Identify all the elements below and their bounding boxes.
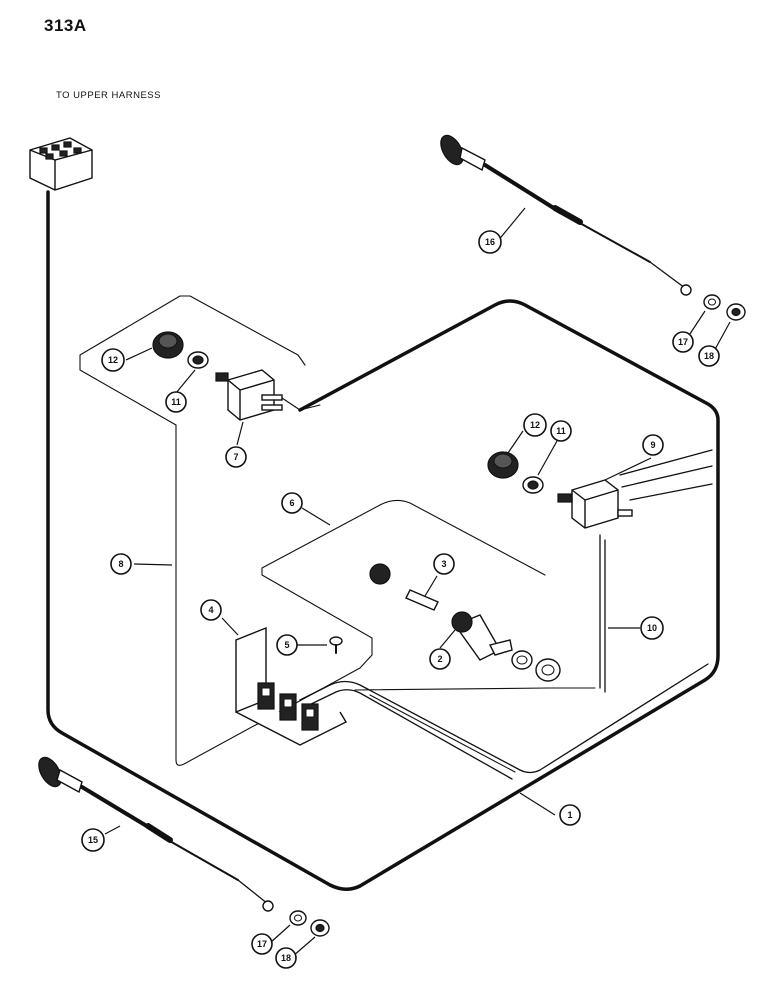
svg-text:9: 9: [650, 440, 655, 450]
nut-11-upper-left: [187, 351, 209, 369]
callout-8: 8: [110, 553, 132, 575]
svg-text:16: 16: [485, 237, 495, 247]
callout-5: 5: [276, 634, 298, 656]
main-harness-wire: [46, 190, 720, 891]
screw-5: [329, 636, 343, 654]
nut-18-upper: [726, 303, 746, 321]
fuse-holder-2: [369, 563, 561, 682]
callout-4: 4: [200, 599, 222, 621]
callout-16: 16: [478, 230, 502, 254]
svg-text:2: 2: [437, 654, 442, 664]
fuse-3: [405, 589, 439, 611]
callout-12-right: 12: [523, 413, 547, 437]
knob-12-right: [487, 451, 519, 479]
svg-text:11: 11: [556, 426, 566, 436]
svg-text:5: 5: [284, 640, 289, 650]
svg-text:4: 4: [208, 605, 213, 615]
svg-text:18: 18: [704, 351, 714, 361]
callout-18-lower: 18: [275, 947, 297, 969]
callout-15: 15: [81, 828, 105, 852]
callout-3: 3: [433, 553, 455, 575]
outline-wire-8: [79, 295, 596, 773]
knob-12-upper-left: [152, 331, 184, 359]
svg-text:8: 8: [118, 559, 123, 569]
callout-9: 9: [642, 434, 664, 456]
svg-text:11: 11: [171, 397, 181, 407]
callout-11-right: 11: [550, 420, 572, 442]
to-upper-harness-label: TO UPPER HARNESS: [56, 90, 161, 101]
svg-text:17: 17: [678, 337, 688, 347]
svg-text:1: 1: [567, 810, 572, 820]
callout-17-lower: 17: [251, 933, 273, 955]
svg-text:6: 6: [289, 498, 294, 508]
nut-18-lower: [310, 919, 330, 937]
switch-7: [215, 369, 321, 421]
callout-11-upper-left: 11: [165, 391, 187, 413]
upper-harness-connector: [29, 137, 93, 191]
washer-17-upper: [703, 294, 721, 310]
svg-text:12: 12: [108, 355, 118, 365]
control-cable-16: [440, 134, 692, 296]
callout-17-upper: 17: [672, 331, 694, 353]
callout-1: 1: [559, 804, 581, 826]
svg-text:12: 12: [530, 420, 540, 430]
washer-17-lower: [289, 910, 307, 926]
callout-6: 6: [281, 492, 303, 514]
page-number: 313A: [44, 16, 87, 35]
control-cable-15: [38, 756, 274, 912]
svg-text:7: 7: [233, 452, 238, 462]
nut-11-right: [522, 476, 544, 494]
terminal-block-4: [235, 626, 347, 746]
callout-2: 2: [429, 648, 451, 670]
callout-12-upper-left: 12: [101, 348, 125, 372]
svg-text:15: 15: [88, 835, 98, 845]
svg-text:18: 18: [281, 953, 291, 963]
callout-18-upper: 18: [698, 345, 720, 367]
svg-text:17: 17: [257, 939, 267, 949]
svg-text:10: 10: [647, 623, 657, 633]
callout-7: 7: [225, 446, 247, 468]
callout-10: 10: [640, 616, 664, 640]
svg-text:3: 3: [441, 559, 446, 569]
leader-lines: [104, 207, 731, 957]
switch-9: [557, 479, 633, 529]
